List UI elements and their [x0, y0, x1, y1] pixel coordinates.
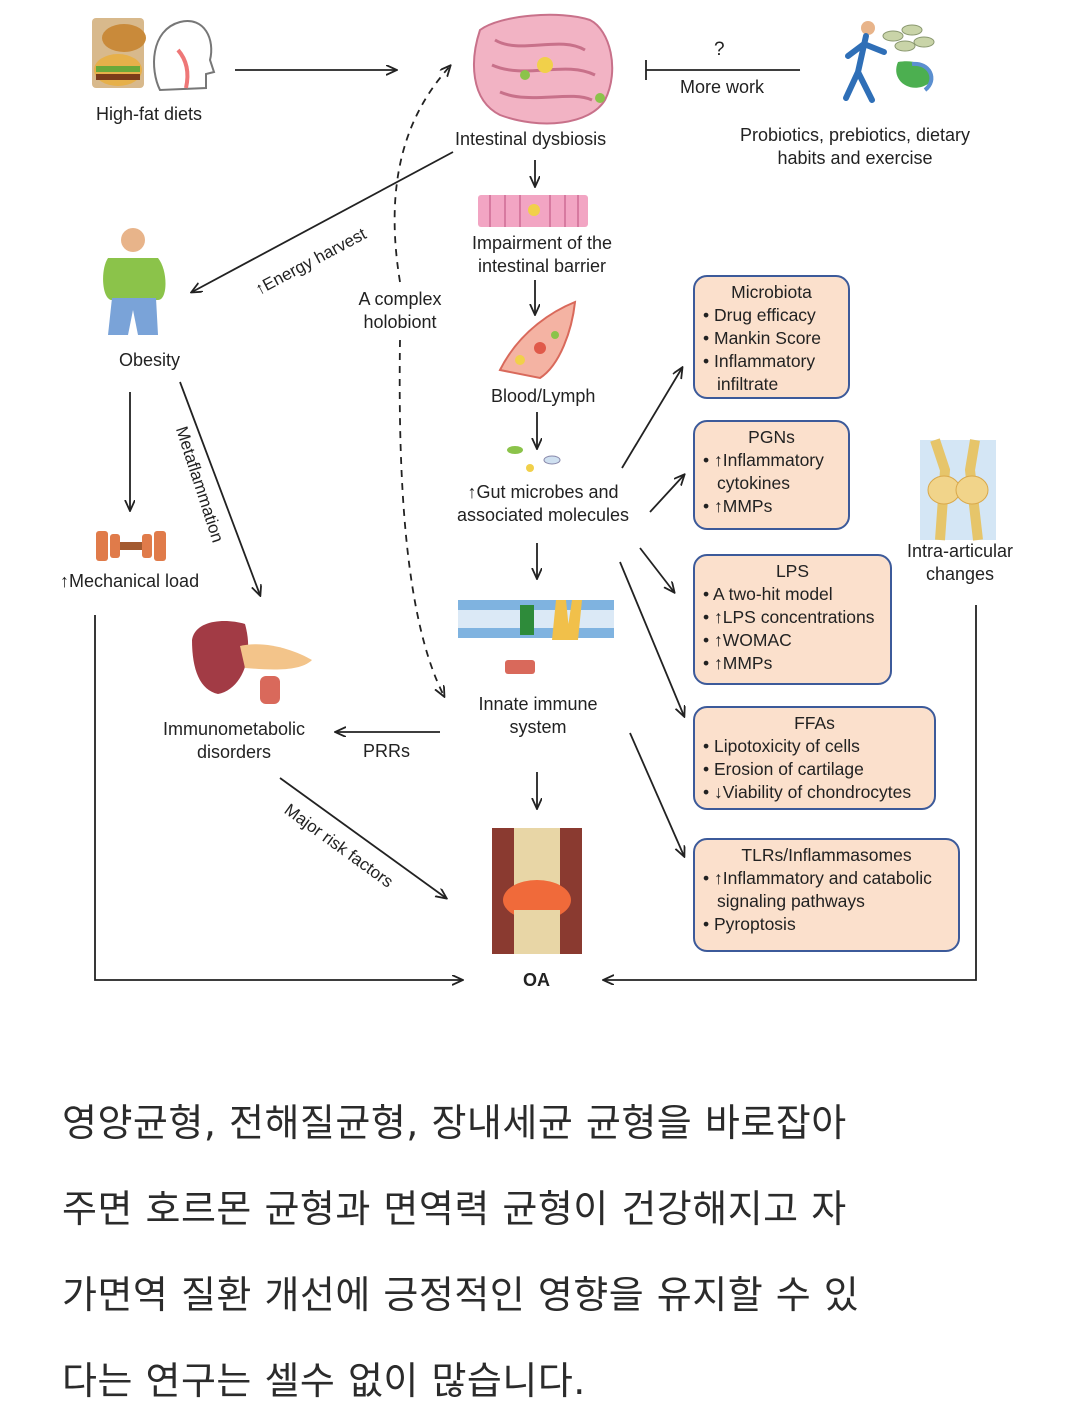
box-item: • ↑MMPs	[703, 496, 773, 516]
arrow-intra-oa	[604, 605, 977, 980]
diagram-graphics	[92, 13, 996, 1020]
korean-caption: 영양균형, 전해질균형, 장내세균 균형을 바로잡아 주면 호르몬 균형과 면역…	[62, 1080, 1022, 1424]
arrow-to-pgns	[649, 475, 684, 513]
arrow-holobiont-dysbiosis	[393, 66, 450, 283]
box-item: • ↑MMPs	[703, 653, 773, 673]
box-ffas: FFAs • Lipotoxicity of cells • Erosion o…	[693, 706, 936, 810]
arrow-to-lps	[639, 547, 674, 592]
box-item: • ↑WOMAC	[703, 630, 792, 650]
intestine-icon	[473, 13, 614, 125]
box-item: • ↑LPS concentrations	[703, 607, 875, 627]
knee-joint-icon	[920, 438, 996, 541]
arrow-risk-oa	[279, 777, 446, 898]
box-item: • Pyroptosis	[703, 914, 796, 934]
obese-person-icon	[103, 228, 166, 335]
label-question-mark: ?	[714, 39, 725, 60]
box-pgns: PGNs • ↑Inflammatory cytokines • ↑MMPs	[693, 420, 850, 530]
arrow-to-ffas	[619, 561, 684, 716]
box-pgns-title: PGNs	[748, 427, 795, 447]
runner-icon	[843, 21, 887, 103]
arrow-obesity-immunometabolic	[179, 381, 260, 595]
caption-line: 주면 호르몬 균형과 면역력 균형이 건강해지고 자	[62, 1187, 847, 1231]
box-item: • A two-hit model	[703, 584, 833, 604]
arrow-mechanical-oa	[94, 615, 462, 980]
box-item: • ↓Viability of chondrocytes	[703, 782, 912, 802]
label-prrs: PRRs	[363, 741, 411, 761]
microbes-icon	[507, 446, 561, 472]
box-lps: LPS • A two-hit model • ↑LPS concentrati…	[693, 554, 892, 685]
box-item: infiltrate	[717, 374, 779, 394]
label-more-work: More work	[680, 77, 765, 97]
head-icon	[153, 20, 216, 92]
arrows	[94, 60, 977, 980]
blood-vessel-icon	[498, 300, 577, 380]
probiotic-pills-icon	[882, 24, 935, 92]
membrane-icon	[458, 600, 614, 674]
box-item: • ↑Inflammatory	[703, 450, 824, 470]
box-item: • Inflammatory	[703, 351, 816, 371]
box-ffas-title: FFAs	[794, 713, 835, 733]
barrier-cells-icon	[478, 195, 588, 227]
box-lps-title: LPS	[775, 561, 810, 581]
box-item: • Drug efficacy	[703, 305, 816, 325]
caption-line: 다는 연구는 셀수 없이 많습니다.	[62, 1359, 586, 1403]
burger-icon	[92, 18, 146, 88]
box-item: • Erosion of cartilage	[703, 759, 864, 779]
box-item: cytokines	[717, 473, 790, 493]
caption-line: 가면역 질환 개선에 긍정적인 영향을 유지할 수 있	[62, 1273, 860, 1317]
box-item: • ↑Inflammatory and catabolic	[703, 868, 932, 888]
box-microbiota-title: Microbiota	[731, 282, 812, 302]
oa-gut-diagram: High-fat diets Intestinal dysbiosis ? Mo…	[60, 13, 1014, 1020]
arrow-holobiont-innate	[398, 339, 444, 696]
dumbbell-icon	[96, 531, 166, 561]
label-blood-lymph: Blood/Lymph	[491, 386, 596, 406]
box-tlrs-title: TLRs/Inflammasomes	[741, 845, 912, 865]
arrow-dysbiosis-obesity	[192, 151, 454, 292]
box-tlrs-inflammasomes: TLRs/Inflammasomes • ↑Inflammatory and c…	[693, 838, 960, 952]
arrow-to-tlrs	[629, 732, 684, 856]
label-intestinal-dysbiosis: Intestinal dysbiosis	[455, 129, 607, 149]
label-obesity: Obesity	[119, 350, 181, 370]
label-mechanical-load: ↑Mechanical load	[60, 571, 200, 591]
box-microbiota: Microbiota • Drug efficacy • Mankin Scor…	[693, 275, 850, 399]
label-high-fat-diets: High-fat diets	[96, 104, 203, 124]
oa-knee-icon	[492, 828, 582, 954]
liver-pancreas-icon	[192, 621, 312, 704]
arrow-to-microbiota	[621, 368, 682, 469]
box-item: signaling pathways	[717, 891, 865, 911]
label-oa: OA	[523, 970, 550, 990]
caption-line: 영양균형, 전해질균형, 장내세균 균형을 바로잡아	[62, 1101, 847, 1145]
box-item: • Lipotoxicity of cells	[703, 736, 860, 756]
box-item: • Mankin Score	[703, 328, 821, 348]
